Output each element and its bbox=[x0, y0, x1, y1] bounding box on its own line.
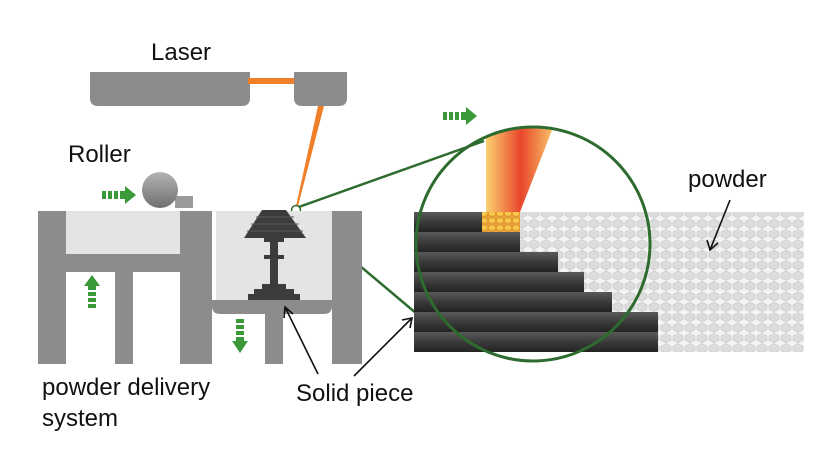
solid-piece-pointer-arrow-icon bbox=[283, 305, 319, 375]
roller-label: Roller bbox=[68, 141, 131, 168]
powder-label: powder bbox=[688, 166, 767, 193]
powder-delivery-label: powder delivery bbox=[42, 374, 210, 401]
layer-6 bbox=[414, 312, 658, 332]
powder-pointer-arrow-icon bbox=[706, 199, 731, 252]
motion-arrows bbox=[84, 107, 477, 353]
layer-4 bbox=[414, 272, 584, 292]
build-platform bbox=[212, 300, 332, 314]
melt-pool bbox=[482, 212, 520, 232]
build-down-arrow-icon bbox=[232, 319, 248, 353]
solid-piece-label: Solid piece bbox=[296, 380, 413, 407]
zoomed-layers bbox=[414, 212, 658, 352]
powder-delivery-label-line2: system bbox=[42, 405, 118, 432]
laser-label: Laser bbox=[151, 39, 211, 66]
solid-piece-zoom-pointer-arrow-icon bbox=[353, 316, 414, 377]
roller-cylinder bbox=[142, 172, 178, 208]
layer-1 bbox=[414, 212, 482, 232]
zoomed-laser-beam bbox=[486, 127, 556, 212]
laser-beam-diagonal bbox=[296, 106, 324, 206]
roller bbox=[142, 172, 193, 208]
zoom-circle bbox=[414, 125, 652, 363]
solid-piece-small bbox=[244, 210, 306, 300]
laser-beam-horizontal bbox=[248, 78, 296, 84]
zoom-direction-arrow-icon bbox=[443, 107, 477, 125]
delivery-up-arrow-icon bbox=[84, 275, 100, 308]
pointer-arrows bbox=[283, 199, 731, 377]
roller-direction-arrow-icon bbox=[102, 186, 136, 204]
layer-7 bbox=[414, 332, 658, 352]
layer-2 bbox=[414, 232, 520, 252]
layer-5 bbox=[414, 292, 612, 312]
powder-delivery-system bbox=[38, 211, 212, 364]
laser-unit bbox=[90, 72, 347, 206]
layer-3 bbox=[414, 252, 558, 272]
